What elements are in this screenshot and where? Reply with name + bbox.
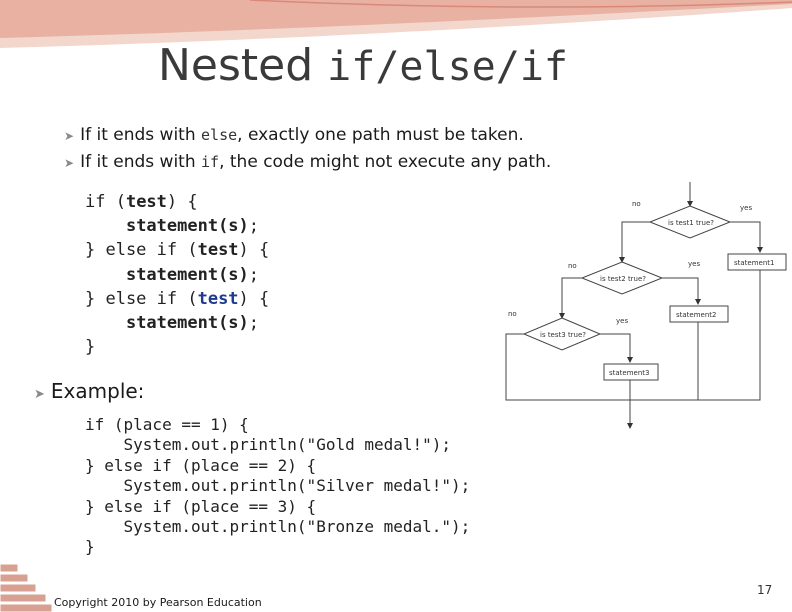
flow-yes-label-1: yes bbox=[740, 204, 752, 212]
flow-no-label-2: no bbox=[568, 262, 577, 270]
page-number: 17 bbox=[757, 583, 773, 597]
syntax-code-block: if (test) { statement(s); } else if (tes… bbox=[85, 192, 270, 358]
flow-statement1-label: statement1 bbox=[734, 259, 775, 267]
flow-statement2-label: statement2 bbox=[676, 311, 717, 319]
bullet-arrow-icon: ➤ bbox=[64, 129, 75, 143]
flow-yes-label-2: yes bbox=[688, 260, 700, 268]
flow-test2-label: is test2 true? bbox=[600, 275, 646, 283]
flow-test1-label: is test1 true? bbox=[668, 219, 714, 227]
example-code-block: if (place == 1) { System.out.println("Go… bbox=[85, 415, 471, 557]
bullet-else: ➤If it ends with else, exactly one path … bbox=[64, 125, 524, 145]
nested-if-flowchart: no yes is test1 true? statement1 no yes … bbox=[500, 178, 790, 435]
flow-yes-label-3: yes bbox=[616, 317, 628, 325]
bullet-if: ➤If it ends with if, the code might not … bbox=[64, 152, 552, 172]
example-heading: ➤Example: bbox=[34, 379, 145, 403]
flow-statement3-label: statement3 bbox=[609, 369, 650, 377]
bullet-arrow-icon: ➤ bbox=[34, 387, 45, 402]
flow-test3-label: is test3 true? bbox=[540, 331, 586, 339]
bullet-arrow-icon: ➤ bbox=[64, 156, 75, 170]
header-banner bbox=[0, 0, 792, 48]
brick-decoration bbox=[0, 563, 53, 612]
flow-no-label-3: no bbox=[508, 310, 517, 318]
copyright-text: Copyright 2010 by Pearson Education bbox=[54, 596, 262, 609]
flow-no-label-1: no bbox=[632, 200, 641, 208]
slide-title: Nested if/else/if bbox=[158, 40, 568, 91]
